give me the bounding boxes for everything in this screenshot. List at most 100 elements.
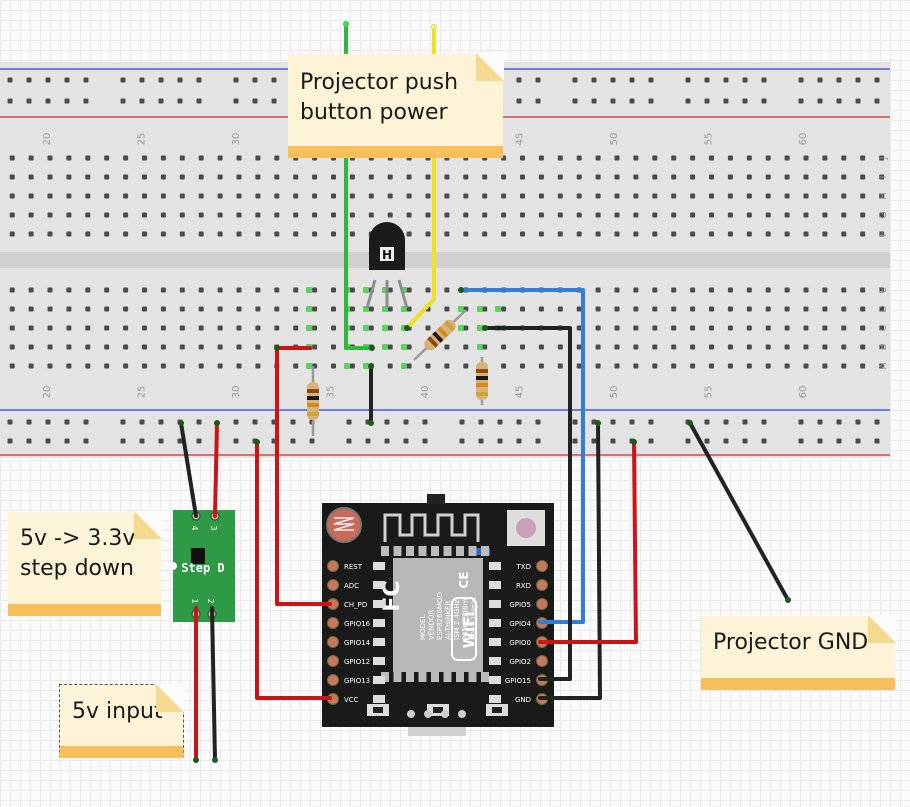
breadboard-hole	[198, 325, 204, 331]
esp-header-pin	[481, 546, 489, 556]
breadboard-hole	[765, 155, 771, 161]
breadboard-hole	[576, 231, 582, 237]
breadboard-hole	[591, 98, 597, 104]
breadboard-hole	[142, 287, 147, 293]
breadboard-hole	[614, 231, 620, 237]
breadboard-hole	[784, 174, 790, 180]
breadboard-hole	[28, 287, 34, 293]
breadboard-hole	[822, 344, 828, 350]
transistor-label-bg	[380, 247, 394, 261]
breadboard-hole	[236, 306, 242, 312]
breadboard-hole	[83, 438, 89, 444]
breadboard-hole	[879, 212, 885, 218]
esp-pin-label-left: GPIO12	[344, 658, 370, 666]
row-letter: D	[878, 305, 889, 313]
resistor-body	[424, 319, 456, 351]
wire-black-gnd	[538, 421, 602, 700]
breadboard-hole	[139, 98, 145, 104]
breadboard-hole	[444, 193, 450, 199]
breadboard-hole	[7, 77, 13, 83]
esp-switch-knob	[373, 707, 383, 713]
breadboard-hole	[879, 193, 885, 199]
breadboard-hole	[384, 419, 390, 425]
breadboard-hole	[520, 212, 525, 218]
breadboard-hole	[765, 306, 771, 312]
breadboard-hole	[444, 344, 450, 350]
breadboard-hole	[746, 155, 752, 161]
breadboard-hole	[803, 306, 809, 312]
breadboard-hole	[860, 212, 866, 218]
breadboard-hole	[704, 419, 710, 425]
breadboard-hole	[104, 287, 110, 293]
breadboard-hole	[723, 438, 729, 444]
connected-hole	[306, 363, 312, 369]
breadboard-hole	[610, 98, 616, 104]
breadboard-hole	[746, 325, 752, 331]
esp-module-text: MODEL	[419, 615, 427, 640]
breadboard-hole	[403, 419, 409, 425]
breadboard-hole	[85, 363, 91, 369]
column-number-top: 55	[704, 133, 715, 146]
wire-red-chpd	[275, 346, 332, 606]
breadboard-hole	[614, 363, 620, 369]
breadboard-hole	[9, 193, 15, 199]
wire-end	[785, 597, 791, 603]
breadboard-hole	[349, 287, 355, 293]
breadboard-hole	[459, 438, 465, 444]
breadboard-hole	[9, 363, 15, 369]
note-step-down-line-2: step down	[20, 556, 134, 581]
breadboard-hole	[463, 363, 469, 369]
breadboard-hole	[123, 287, 129, 293]
esp-header-pin	[481, 672, 489, 682]
breadboard-hole	[478, 419, 484, 425]
esp-pin-label-left: GPIO13	[344, 677, 370, 685]
esp-pin-right	[536, 560, 548, 572]
breadboard-hole	[709, 193, 714, 199]
breadboard-hole	[387, 306, 393, 312]
breadboard-hole	[709, 363, 714, 369]
breadboard-hole	[120, 438, 126, 444]
resistor-band	[443, 320, 455, 332]
breadboard-hole	[538, 174, 544, 180]
breadboard-hole	[255, 344, 261, 350]
connected-hole	[477, 306, 483, 312]
breadboard-hole	[742, 438, 748, 444]
breadboard-hole	[727, 306, 733, 312]
breadboard-hole	[425, 363, 431, 369]
breadboard-hole	[236, 344, 242, 350]
breadboard-hole	[874, 438, 880, 444]
esp-module-text: ISM 2.4GHz	[453, 599, 461, 640]
breadboard-hole	[784, 344, 790, 350]
esp-pin-right	[536, 579, 548, 591]
breadboard-hole	[123, 306, 129, 312]
breadboard-hole	[535, 419, 541, 425]
breadboard-hole	[387, 325, 393, 331]
breadboard-hole	[557, 231, 563, 237]
breadboard-hole	[538, 193, 544, 199]
breadboard-hole	[576, 325, 582, 331]
breadboard-hole	[64, 438, 70, 444]
connected-hole	[363, 325, 369, 331]
note-5v-input-text: 5v input	[72, 699, 163, 724]
breadboard-hole	[66, 287, 72, 293]
breadboard-hole	[671, 287, 677, 293]
breadboard-hole	[690, 325, 696, 331]
breadboard-hole	[652, 212, 658, 218]
step-down-pin-label: 3	[209, 525, 218, 530]
esp-smd-pad	[489, 657, 501, 665]
breadboard-hole	[179, 287, 185, 293]
breadboard-hole	[822, 287, 828, 293]
breadboard-hole	[761, 438, 767, 444]
esp-pin-label-right: GPIO0	[509, 639, 531, 647]
breadboard-hole	[538, 212, 544, 218]
breadboard-hole	[727, 155, 733, 161]
breadboard-hole	[198, 363, 204, 369]
breadboard-hole	[198, 306, 204, 312]
esp-pin-left	[327, 617, 339, 629]
breadboard-hole	[9, 174, 15, 180]
breadboard-hole	[822, 155, 828, 161]
esp-smd-pad	[373, 619, 385, 627]
breadboard-hole	[66, 193, 72, 199]
breadboard-hole	[179, 193, 185, 199]
